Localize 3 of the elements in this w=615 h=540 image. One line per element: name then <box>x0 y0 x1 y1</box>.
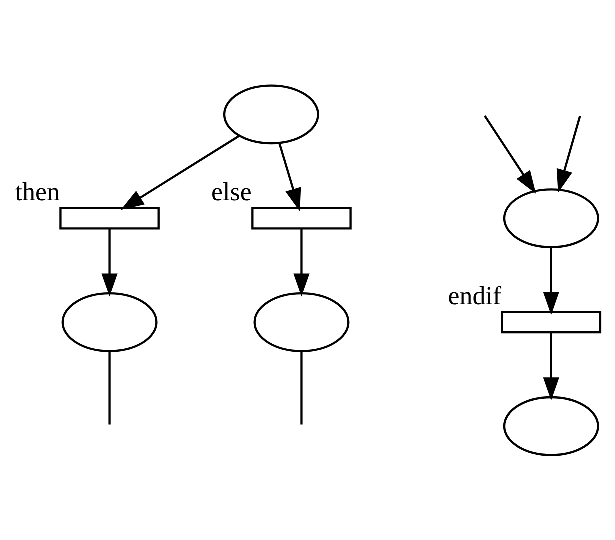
node-label: else <box>212 176 252 206</box>
node-label: endif <box>448 280 502 310</box>
node-label: then <box>15 176 60 206</box>
